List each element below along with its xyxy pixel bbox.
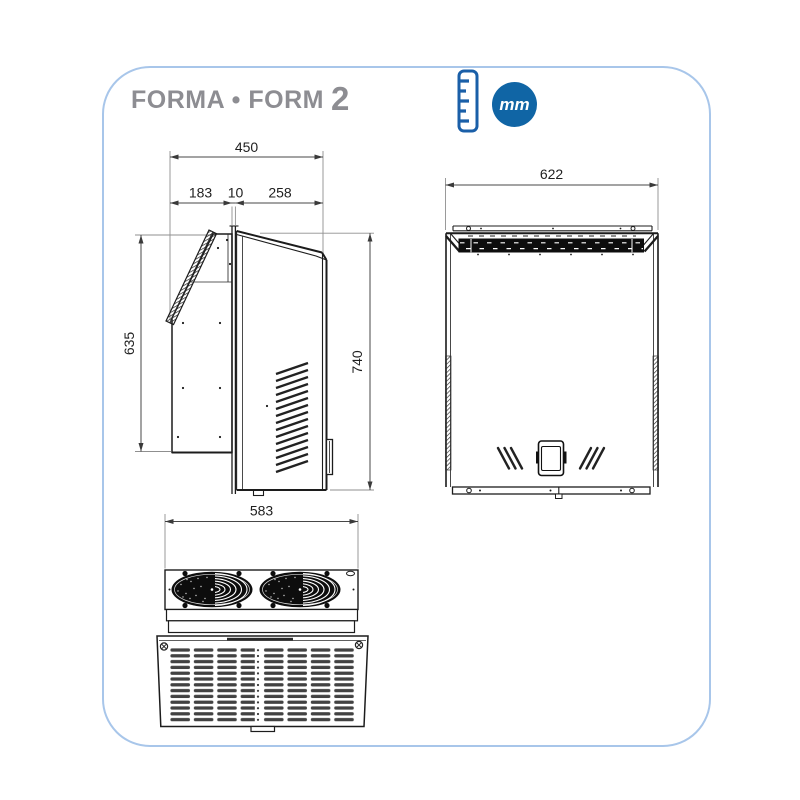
grille-bottom-tab	[250, 725, 276, 733]
bottom-view: 583	[156, 503, 369, 733]
control-box	[536, 440, 567, 477]
condenser-housing	[236, 230, 334, 497]
dim-total-width-label: 622	[540, 166, 564, 182]
side-view-extension-lines	[135, 151, 374, 491]
dim-wall-plate-label: 10	[228, 185, 244, 201]
evaporator-outline	[165, 229, 233, 454]
side-view: 450 183 10 258 635 740	[121, 139, 374, 497]
vent-grille	[156, 635, 369, 733]
grille-center-dots	[256, 649, 260, 721]
grille-screw-right	[354, 640, 364, 650]
hood-strips	[165, 608, 359, 634]
grille-screw-left	[159, 642, 169, 651]
side-handle	[325, 438, 334, 476]
brand-mark	[346, 570, 355, 577]
dim-total-depth-label: 450	[235, 139, 259, 155]
mounting-rail	[452, 225, 653, 232]
mm-unit-badge: mm	[492, 82, 537, 127]
evaporator-coil-strip	[165, 229, 218, 326]
louver-vents	[275, 361, 309, 474]
ruler-icon	[457, 69, 479, 133]
condenser-band	[458, 238, 644, 253]
side-vent-strips	[445, 355, 659, 471]
front-body	[445, 232, 659, 487]
wall-plate	[229, 225, 239, 494]
dim-evaporator-depth-label: 183	[189, 185, 213, 201]
grille-top-bar	[227, 637, 293, 641]
dim-total-height-label: 740	[349, 350, 365, 374]
front-view: 622	[445, 166, 659, 499]
dim-fan-deck-width-label: 583	[250, 503, 274, 519]
dim-evaporator-height-label: 635	[121, 332, 137, 356]
mm-unit-label: mm	[499, 94, 530, 114]
content-frame-border	[102, 66, 711, 747]
title-number: 2	[330, 80, 350, 117]
dim-condenser-depth-label: 258	[268, 185, 292, 201]
band-screw-dots	[477, 253, 634, 256]
fan-deck	[164, 569, 359, 611]
grille-slots	[170, 647, 355, 723]
vent-slashes	[496, 446, 606, 470]
bottom-flange	[451, 486, 651, 499]
bottom-view-extension-lines	[164, 514, 359, 569]
title-main: FORMA • FORM	[131, 86, 324, 114]
front-view-extension-lines	[445, 178, 659, 230]
